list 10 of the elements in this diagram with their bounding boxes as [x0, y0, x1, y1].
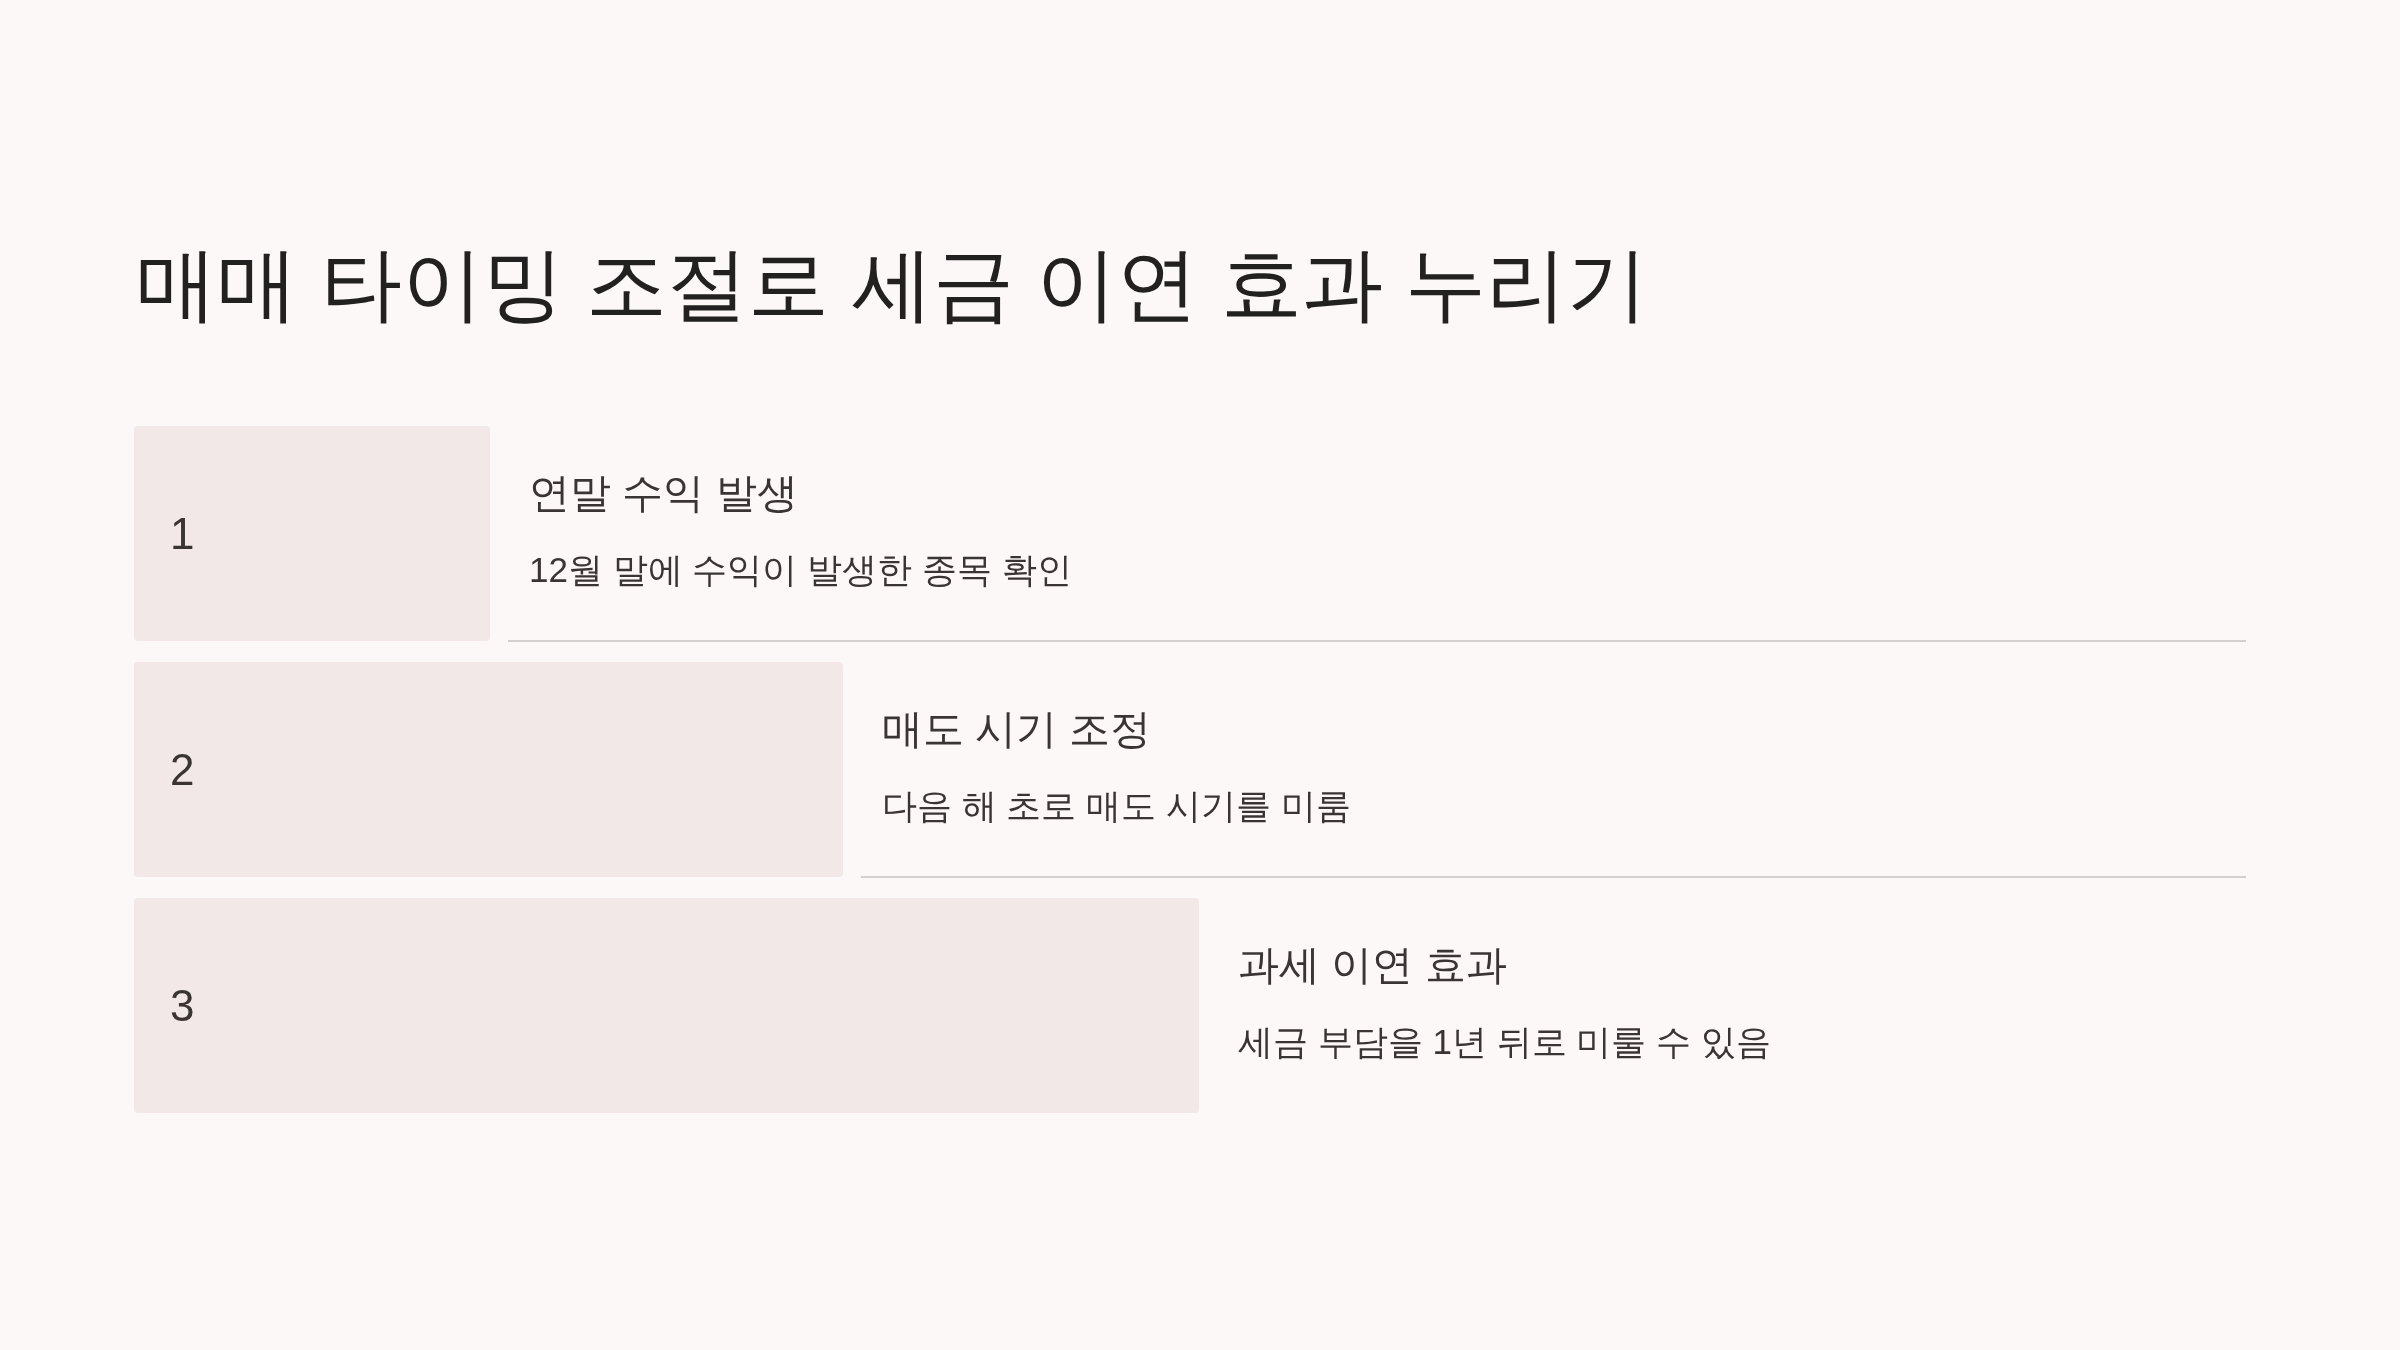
step-number: 1: [170, 511, 195, 556]
step-heading: 매도 시기 조정: [882, 709, 1151, 750]
step-description: 다음 해 초로 매도 시기를 미룸: [882, 788, 1351, 823]
step-number: 3: [170, 983, 195, 1028]
step-number: 2: [170, 747, 195, 792]
title: 매매 타이밍 조절로 세금 이연 효과 누리기: [136, 244, 1649, 325]
step-heading: 과세 이연 효과: [1238, 945, 1507, 986]
step-heading: 연말 수익 발생: [529, 473, 798, 514]
step-description: 세금 부담을 1년 뒤로 미룰 수 있음: [1238, 1024, 1771, 1059]
step-description: 12월 말에 수익이 발생한 종목 확인: [529, 552, 1072, 587]
